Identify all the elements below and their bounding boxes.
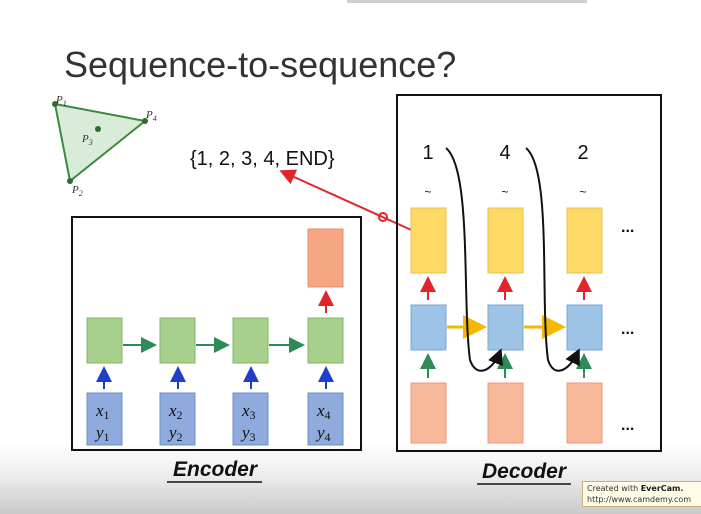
- decoder-frame: [396, 94, 662, 452]
- input-x2: x2: [168, 401, 183, 422]
- top-edge-bar: [347, 0, 587, 3]
- input-y3: y3: [240, 423, 256, 444]
- decoder-output-1: 1: [422, 142, 433, 164]
- decoder-output-3: 2: [577, 142, 588, 164]
- encoder-cell-1: [86, 317, 123, 364]
- evercam-watermark: Created with EverCam. http://www.camdemy…: [582, 481, 701, 507]
- decoder-input-box-1: [410, 382, 447, 444]
- point-label-p3: P3: [81, 133, 93, 147]
- encoder-cell-4: [307, 317, 344, 364]
- point-label-p2: P2: [71, 184, 83, 198]
- input-box-4: [307, 392, 344, 446]
- point-label-p4: P4: [145, 109, 157, 123]
- decoder-ellipsis-top: ...: [621, 219, 634, 236]
- encoder-label: Encoder: [173, 458, 259, 481]
- decoder-ellipsis-mid: ...: [621, 321, 634, 338]
- decoder-input-box-3: [566, 382, 603, 444]
- input-box-2: [159, 392, 196, 446]
- input-box-3: [232, 392, 269, 446]
- input-x1: x1: [95, 401, 110, 422]
- decoder-tilde-3: ~: [579, 185, 586, 199]
- encoder-cell-3: [232, 317, 269, 364]
- decoder-pointer-box-1: [410, 207, 447, 274]
- decoder-label: Decoder: [482, 460, 568, 483]
- encoder-frame: [71, 216, 362, 451]
- pointer-dot: [378, 212, 388, 222]
- decoder-tilde-2: ~: [501, 185, 508, 199]
- decoder-cell-3: [566, 304, 603, 351]
- input-x4: x4: [316, 401, 331, 422]
- decoder-tilde-1: ~: [424, 185, 431, 199]
- input-x3: x3: [241, 401, 256, 422]
- slide-title: Sequence-to-sequence?: [64, 44, 456, 85]
- pointer-arrow: [279, 169, 430, 239]
- input-box-1: [86, 392, 123, 446]
- output-sequence-text: {1, 2, 3, 4, END}: [190, 148, 335, 170]
- decoder-arrows: [420, 147, 592, 378]
- decoder-input-box-2: [487, 382, 524, 444]
- watermark-url: http://www.camdemy.com: [587, 495, 692, 504]
- point-label-p1: P1: [55, 94, 67, 108]
- decoder-pointer-box-2: [487, 207, 524, 274]
- decoder-output-2: 4: [499, 142, 510, 164]
- decoder-pointer-box-3: [566, 207, 603, 274]
- encoder-cell-2: [159, 317, 196, 364]
- input-y4: y4: [315, 423, 331, 444]
- encoder-cells: [86, 317, 344, 364]
- encoder-output-box: [307, 228, 344, 288]
- watermark-line1: Created with: [587, 484, 641, 493]
- encoder-inputs: x1 y1 x2 y2 x3 y3 x4 y4: [86, 366, 344, 446]
- decoder-cell-2: [487, 304, 524, 351]
- input-y1: y1: [94, 423, 110, 444]
- watermark-brand: EverCam.: [640, 484, 684, 493]
- input-y2: y2: [167, 423, 183, 444]
- decoder-cell-1: [410, 304, 447, 351]
- decoder-ellipsis-bottom: ...: [621, 417, 634, 434]
- point-triangle-figure: P1 P4 P3 P2: [52, 94, 157, 198]
